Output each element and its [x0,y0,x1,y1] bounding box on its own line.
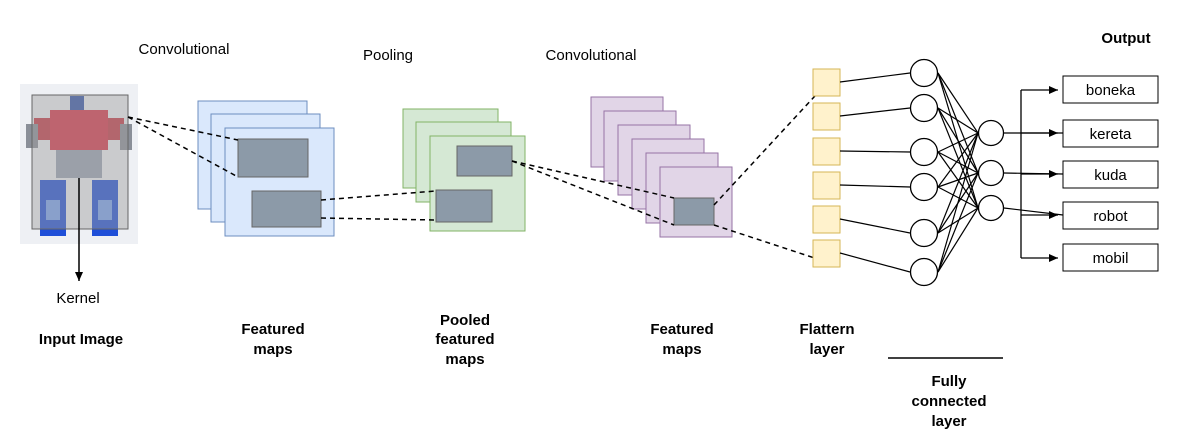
fully-connected-label-line1: Fully [931,373,967,390]
pooled-region-top [456,145,513,177]
fc-dense-lines [937,72,979,273]
fc-layer-1 [909,58,939,287]
output-label: mobil [1093,250,1129,267]
neuron [909,218,939,248]
pooled-region-bottom [435,189,493,223]
feature-region-top [237,138,309,178]
output-box [1062,119,1159,148]
output-label: robot [1093,208,1128,225]
output-bracket [1020,86,1058,262]
neuron [909,58,939,88]
pooled-maps-label-line3: maps [445,351,484,368]
neuron [977,194,1005,222]
featured-maps-1-label-line1: Featured [241,321,304,338]
fully-connected-label-line3: layer [931,413,966,430]
pooling-label: Pooling [363,47,413,64]
conv1-label: Convolutional [139,41,230,58]
kernel-overlay [31,94,129,230]
input-image [20,84,138,244]
featured-maps-1-label-line2: maps [253,341,292,358]
output-title: Output [1101,30,1150,47]
flatten-label-line1: Flattern [799,321,854,338]
output-box [1062,201,1159,230]
output-boxes: boneka kereta kuda robot mobil [1062,75,1159,272]
pooled-maps-label-line1: Pooled [440,312,490,329]
output-label: kereta [1090,126,1132,143]
pooled-maps [402,108,526,232]
input-image-label: Input Image [39,331,123,348]
neuron [909,137,939,167]
kernel-label: Kernel [56,290,99,307]
feature-maps-1 [197,100,335,237]
conv2-label: Convolutional [546,47,637,64]
feature2-region [673,197,715,226]
neuron [909,93,939,123]
output-box [1062,75,1159,104]
flatten-label-line2: layer [809,341,844,358]
fc-connections [839,72,1064,273]
fc-layer-2 [977,119,1005,222]
neuron [977,159,1005,187]
robot-figure [26,96,132,236]
featured-maps-2-label-line2: maps [662,341,701,358]
feature-maps-2 [590,96,733,238]
fully-connected-label-line2: connected [911,393,986,410]
pooled-maps-label-line2: featured [435,331,494,348]
feature-region-bottom [251,190,322,228]
output-box [1062,243,1159,272]
flatten-layer [812,68,841,268]
neuron [977,119,1005,147]
output-label: boneka [1086,82,1136,99]
neuron [909,172,939,202]
output-box [1062,160,1159,189]
featured-maps-2-label-line1: Featured [650,321,713,338]
neuron [909,257,939,287]
output-label: kuda [1094,167,1127,184]
